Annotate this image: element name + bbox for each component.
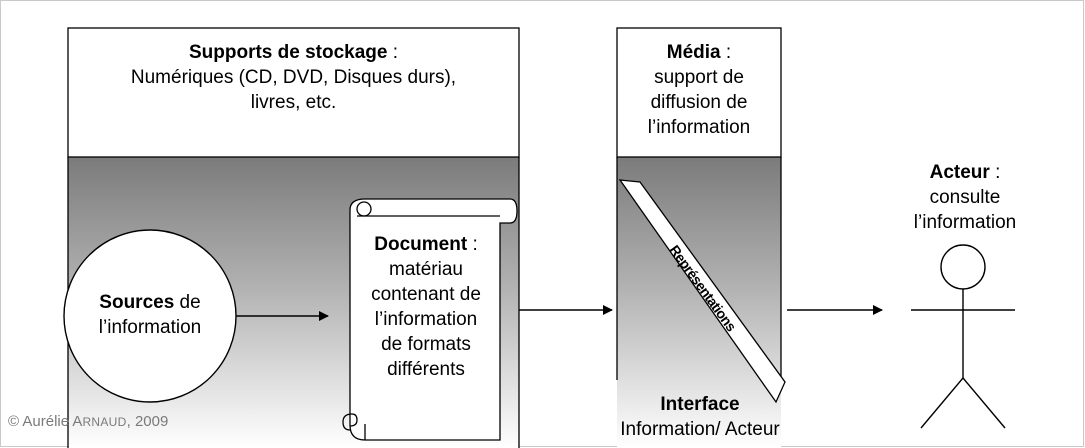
document-line4: de formats [381, 334, 471, 355]
representations-band [618, 179, 786, 404]
interface-title: Interface [660, 394, 740, 415]
actor-stick-figure [911, 244, 1015, 429]
media-header-box [616, 27, 782, 158]
document-line5: différents [387, 359, 465, 380]
actor-line2: l’information [913, 212, 1017, 233]
document-scroll [342, 198, 518, 441]
media-line2: diffusion de [650, 92, 748, 113]
media-panel [616, 27, 782, 448]
storage-header-box [67, 27, 520, 158]
storage-line2: livres, etc. [250, 92, 337, 113]
media-line1: support de [654, 67, 744, 88]
media-text: Média : support de diffusion de l’inform… [617, 40, 781, 140]
document-line1: matériau [389, 259, 463, 280]
sources-line2: l’information [98, 317, 202, 338]
storage-line1: Numériques (CD, DVD, Disques durs), [130, 67, 457, 88]
copyright-notice: © Aurélie ARNAUD, 2009 [8, 413, 169, 430]
actor-text: Acteur : consulte l’information [885, 160, 1045, 235]
interface-line2: Information/ Acteur [620, 419, 780, 440]
sources-text: Sources de l’information [64, 290, 236, 340]
document-line3: l’information [374, 309, 478, 330]
document-text: Document : matériau contenant de l’infor… [355, 232, 497, 382]
storage-title: Supports de stockage [188, 42, 388, 63]
actor-title: Acteur [929, 162, 990, 183]
media-title: Média [666, 42, 721, 63]
document-title: Document [374, 234, 468, 255]
storage-text: Supports de stockage : Numériques (CD, D… [68, 40, 519, 115]
media-line3: l’information [647, 117, 751, 138]
document-line2: contenant de [371, 284, 481, 305]
sources-title: Sources [99, 292, 175, 313]
interface-text: Interface Information/ Acteur [595, 392, 805, 442]
actor-line1: consulte [929, 187, 1001, 208]
